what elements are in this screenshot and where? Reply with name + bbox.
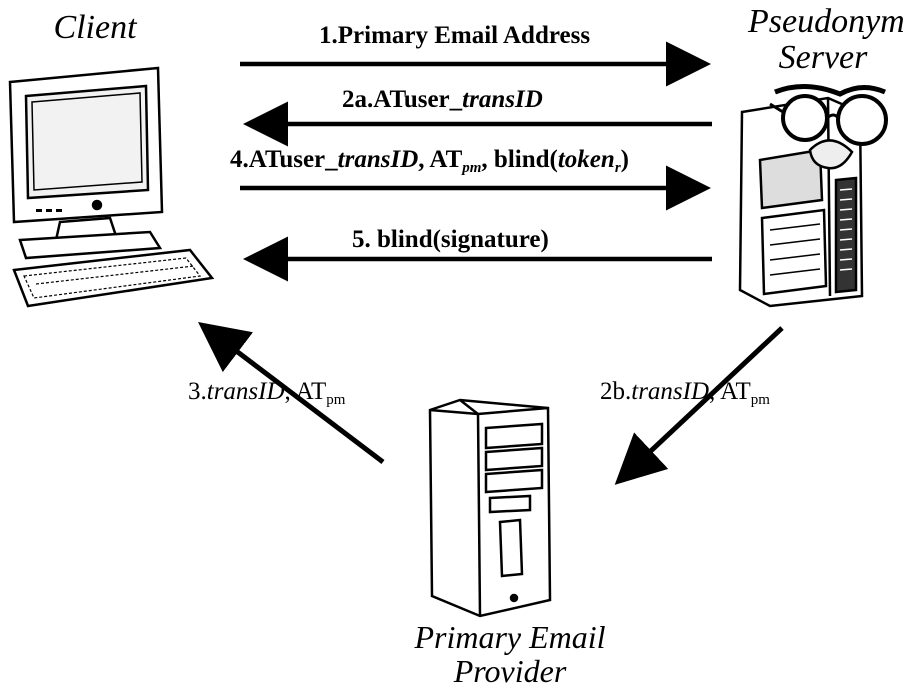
server-label-line2: Server (778, 39, 868, 76)
provider-label-line2: Provider (453, 653, 567, 689)
message-3-label: 3.transID, ATpm (188, 378, 345, 414)
message-3-sub: pm (326, 392, 346, 408)
message-1-label: 1.Primary Email Address (319, 22, 591, 49)
arrow-m3 (198, 321, 385, 464)
server-with-glasses-icon (738, 83, 888, 308)
message-2b-label: 2b.transID, ATpm (600, 378, 770, 414)
message-4-transid: transID (337, 146, 419, 173)
message-2a-prefix: 2a.ATuser_ (342, 86, 463, 113)
message-2b-transid: transID (631, 378, 710, 405)
message-3-prefix: 3. (188, 378, 207, 405)
arrow-m2b (614, 326, 784, 485)
message-2b-prefix: 2b. (600, 378, 632, 405)
message-4-prefix: 4.ATuser_ (230, 146, 338, 173)
message-4-label: 4.ATuser_transID, ATpm, blind(tokenr) (230, 146, 629, 182)
provider-label-line1: Primary Email (414, 619, 606, 655)
server-label: Pseudonym Server (748, 3, 903, 76)
server-label-line1: Pseudonym (748, 3, 903, 40)
message-4-sep1: , AT (418, 146, 463, 173)
message-3-transid: transID (206, 378, 285, 405)
desktop-computer-icon (8, 66, 215, 308)
message-2b-sep: , AT (709, 378, 751, 405)
message-4-sub2: r (614, 160, 621, 176)
message-3-sep: , AT (284, 378, 327, 405)
message-4-token: token (557, 146, 615, 173)
provider-label: Primary Email Provider (370, 620, 650, 688)
message-4-sep2: , blind( (481, 146, 558, 173)
message-4-close: ) (620, 146, 629, 173)
client-label: Client (53, 9, 137, 46)
message-4-sub1: pm (462, 160, 482, 176)
message-2a-transid: transID (462, 86, 543, 113)
message-2b-sub: pm (750, 392, 770, 408)
message-2a-label: 2a.ATuser_transID (342, 86, 543, 114)
tower-computer-icon (428, 398, 552, 618)
message-5-label: 5. blind(signature) (352, 226, 549, 253)
